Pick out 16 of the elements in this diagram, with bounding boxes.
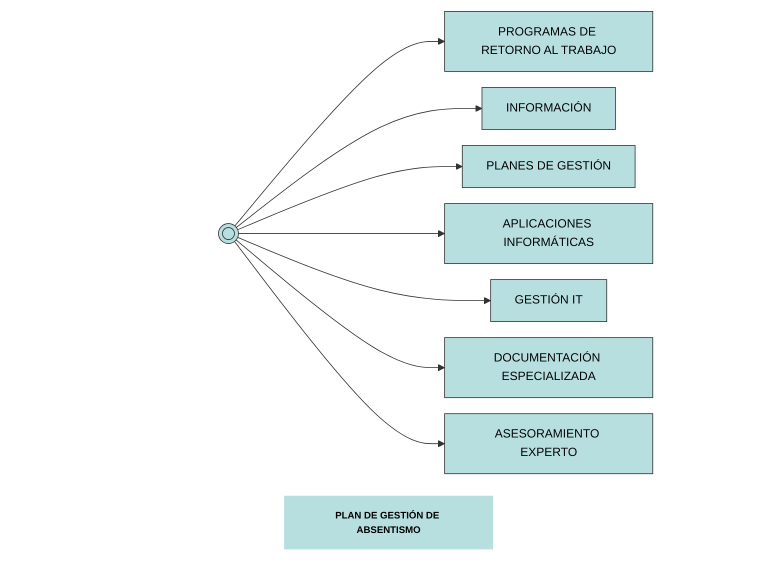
node-box: ASESORAMIENTO EXPERTO — [444, 413, 654, 474]
node-box: PROGRAMAS DE RETORNO AL TRABAJO — [444, 11, 654, 72]
node-box: PLANES DE GESTIÓN — [462, 145, 636, 188]
node-box: INFORMACIÓN — [482, 87, 616, 130]
arrow — [234, 38, 446, 226]
node-box: DOCUMENTACIÓN ESPECIALIZADA — [444, 337, 654, 398]
node-box: APLICACIONES INFORMÁTICAS — [444, 203, 654, 264]
node-box: GESTIÓN IT — [490, 279, 608, 322]
node-box: PLAN DE GESTIÓN DE ABSENTISMO — [284, 496, 494, 550]
node-circle — [218, 223, 240, 244]
arrow — [238, 237, 492, 304]
arrow — [236, 240, 446, 372]
arrow — [238, 230, 446, 238]
arrow — [234, 241, 446, 448]
arrow — [236, 104, 483, 228]
arrow — [238, 163, 464, 230]
